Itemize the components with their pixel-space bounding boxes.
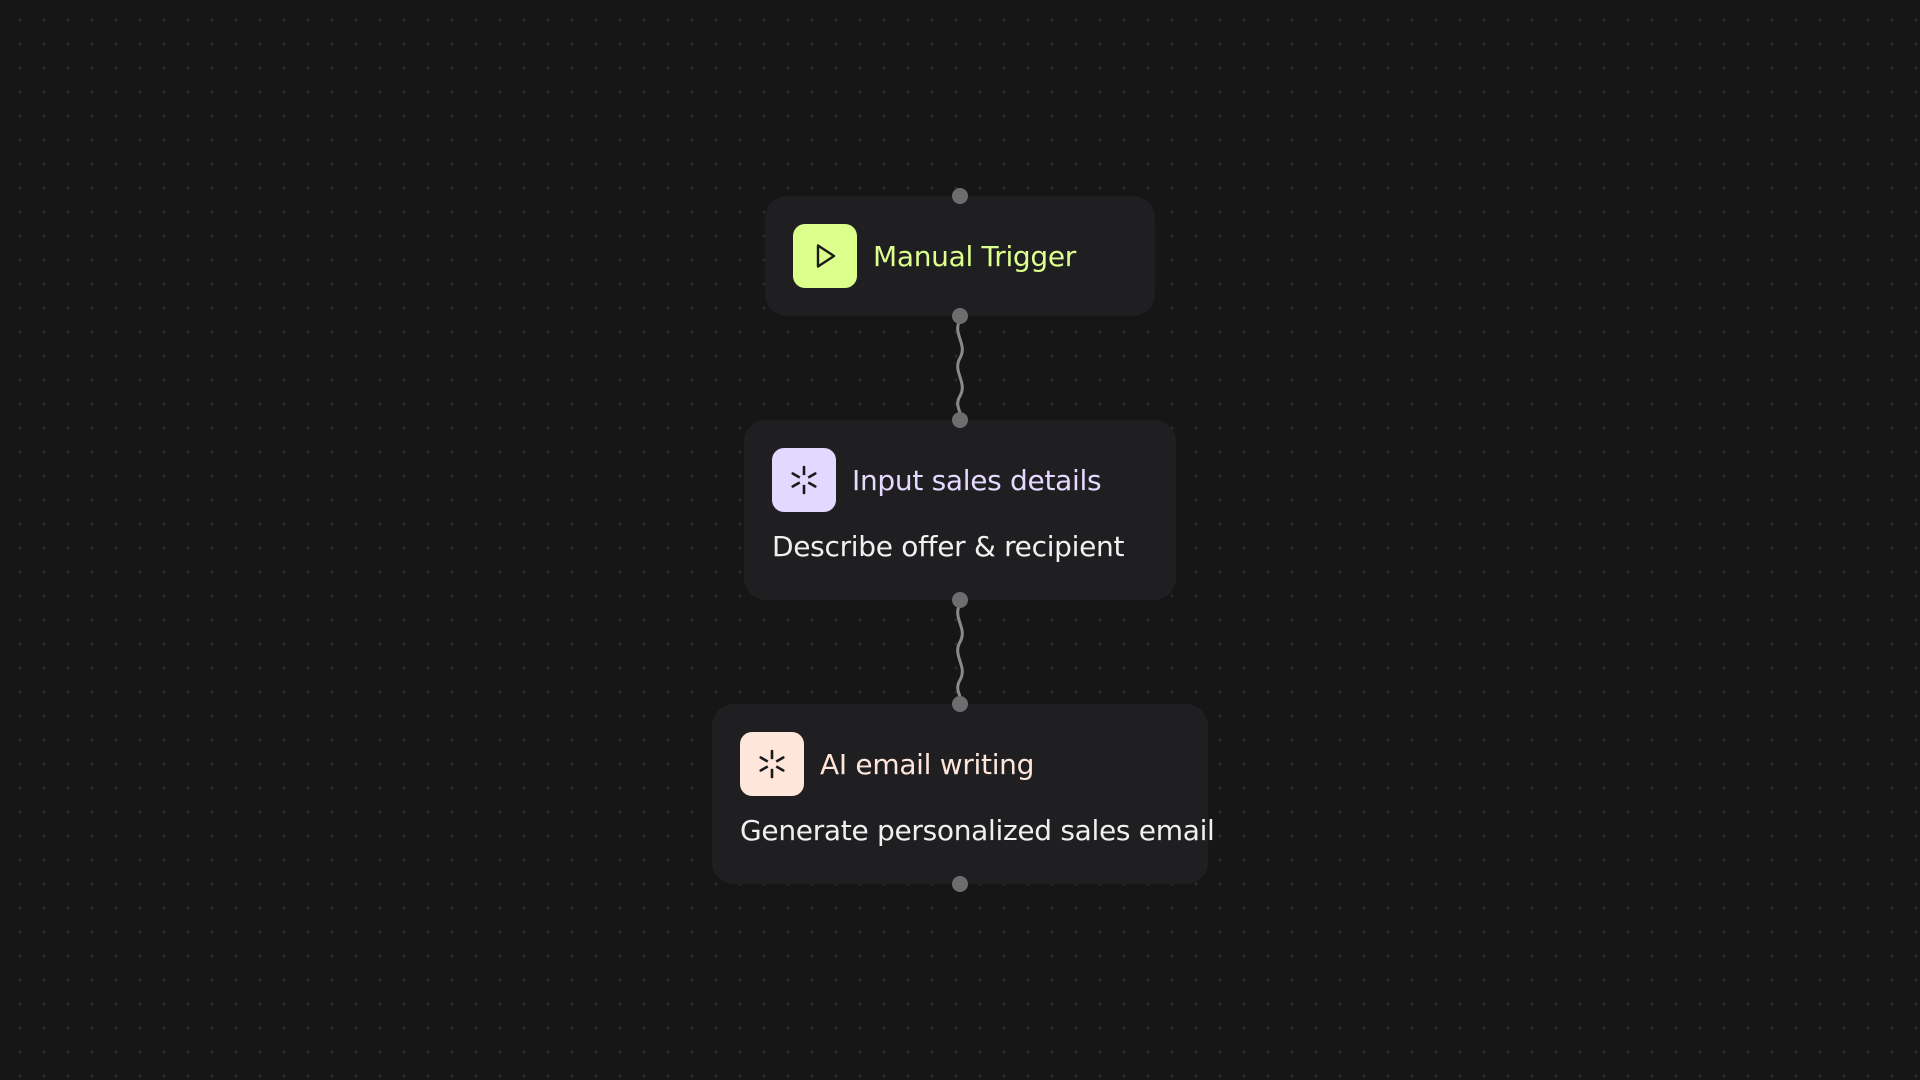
node-header: Input sales details [772,448,1102,512]
input-port[interactable] [952,188,968,204]
output-port[interactable] [952,592,968,608]
connector-edge[interactable] [950,600,970,704]
node-title: Manual Trigger [873,239,1077,273]
asterisk-icon [772,448,836,512]
input-port[interactable] [952,412,968,428]
node-header: AI email writing [740,732,1034,796]
output-port[interactable] [952,876,968,892]
play-icon [793,224,857,288]
node-description: Generate personalized sales email [740,814,1215,847]
node-title: AI email writing [820,747,1035,781]
node-ai-email-writing[interactable]: AI email writing Generate personalized s… [712,704,1215,884]
input-port[interactable] [952,696,968,712]
node-input-sales-details[interactable]: Input sales details Describe offer & rec… [744,420,1176,600]
node-title: Input sales details [852,463,1102,497]
node-manual-trigger[interactable]: Manual Trigger [765,196,1155,316]
node-description: Describe offer & recipient [772,530,1125,563]
node-header: Manual Trigger [793,224,1076,288]
asterisk-icon [740,732,804,796]
output-port[interactable] [952,308,968,324]
connector-edge[interactable] [950,316,970,420]
